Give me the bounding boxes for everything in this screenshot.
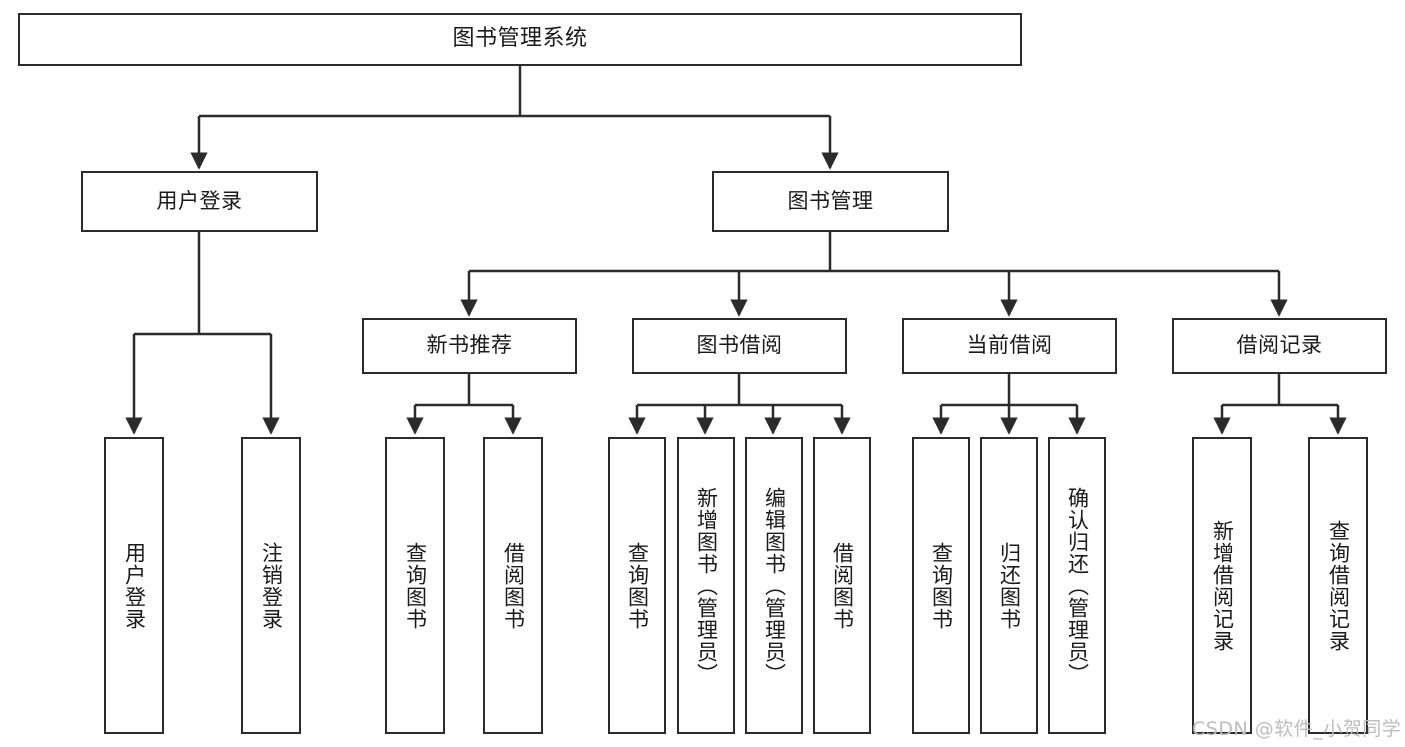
node-leaf-current-query[interactable]: 查询图书 bbox=[912, 437, 970, 734]
node-book-management[interactable]: 图书管理 bbox=[712, 171, 949, 232]
node-new-book-recommend-label: 新书推荐 bbox=[426, 333, 513, 358]
node-leaf-label: 用户登录 bbox=[122, 541, 147, 630]
node-book-management-label: 图书管理 bbox=[787, 188, 874, 213]
node-leaf-borrow-edit-book-admin[interactable]: 编辑图书（管理员） bbox=[745, 437, 803, 734]
node-leaf-record-query[interactable]: 查询借阅记录 bbox=[1308, 437, 1368, 734]
node-leaf-current-return[interactable]: 归还图书 bbox=[980, 437, 1038, 734]
node-root[interactable]: 图书管理系统 bbox=[18, 13, 1022, 66]
node-leaf-label: 确认归还（管理员） bbox=[1065, 486, 1090, 685]
node-leaf-label: 借阅图书 bbox=[501, 541, 526, 630]
node-leaf-borrow-add-book-admin[interactable]: 新增图书（管理员） bbox=[677, 437, 735, 734]
node-leaf-borrow-query[interactable]: 查询图书 bbox=[608, 437, 666, 734]
node-leaf-new-book-borrow[interactable]: 借阅图书 bbox=[483, 437, 543, 734]
node-root-label: 图书管理系统 bbox=[452, 26, 588, 52]
node-leaf-current-confirm-return-admin[interactable]: 确认归还（管理员） bbox=[1048, 437, 1106, 734]
node-user-login-label: 用户登录 bbox=[156, 188, 243, 213]
node-leaf-label: 注销登录 bbox=[259, 541, 284, 630]
node-borrow-record[interactable]: 借阅记录 bbox=[1172, 318, 1387, 374]
node-leaf-label: 查询图书 bbox=[625, 541, 650, 630]
node-borrow-record-label: 借阅记录 bbox=[1236, 333, 1323, 358]
node-leaf-label: 编辑图书（管理员） bbox=[762, 486, 787, 685]
node-leaf-borrow-borrow-book[interactable]: 借阅图书 bbox=[813, 437, 871, 734]
node-current-borrow-label: 当前借阅 bbox=[966, 333, 1053, 358]
node-leaf-user-login-login[interactable]: 用户登录 bbox=[104, 437, 164, 734]
node-current-borrow[interactable]: 当前借阅 bbox=[902, 318, 1117, 374]
node-leaf-label: 查询图书 bbox=[929, 541, 954, 630]
node-leaf-user-login-logout[interactable]: 注销登录 bbox=[241, 437, 301, 734]
node-leaf-label: 新增借阅记录 bbox=[1210, 519, 1235, 652]
node-book-borrow-label: 图书借阅 bbox=[696, 333, 783, 358]
node-user-login[interactable]: 用户登录 bbox=[81, 171, 318, 232]
node-leaf-record-add[interactable]: 新增借阅记录 bbox=[1192, 437, 1252, 734]
node-leaf-label: 借阅图书 bbox=[830, 541, 855, 630]
node-leaf-label: 归还图书 bbox=[997, 541, 1022, 630]
node-leaf-new-book-query[interactable]: 查询图书 bbox=[385, 437, 445, 734]
node-new-book-recommend[interactable]: 新书推荐 bbox=[362, 318, 577, 374]
node-book-borrow[interactable]: 图书借阅 bbox=[632, 318, 847, 374]
csdn-watermark: CSDN @软件_小贺同学 bbox=[1192, 718, 1402, 740]
node-leaf-label: 查询借阅记录 bbox=[1326, 519, 1351, 652]
node-leaf-label: 查询图书 bbox=[403, 541, 428, 630]
node-leaf-label: 新增图书（管理员） bbox=[694, 486, 719, 685]
